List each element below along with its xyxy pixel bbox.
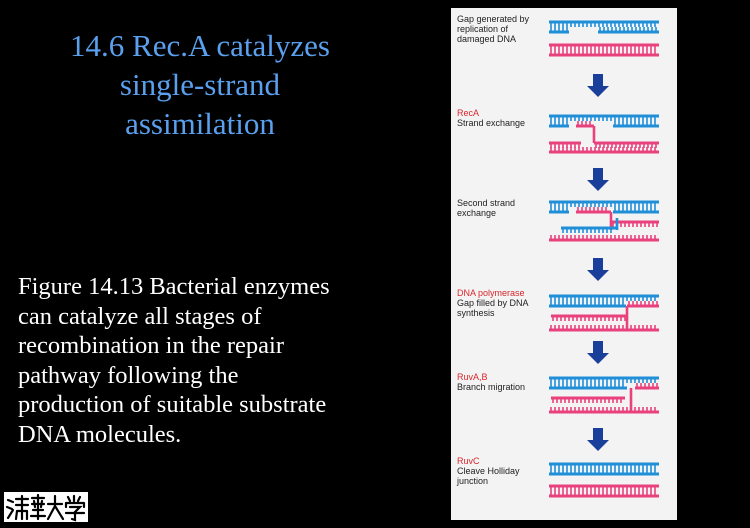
figure-caption: Figure 14.13 Bacterial enzymes can catal… <box>18 272 428 449</box>
caption-line-5: production of suitable substrate <box>18 391 327 418</box>
slide-title: 14.6 Rec.A catalyzes single-strand assim… <box>30 26 370 143</box>
step2-pink-bottom-strand-rungs <box>550 147 656 152</box>
step3-pink-invading-rungs <box>577 207 607 212</box>
step5-blue-top-strand-rungs <box>550 378 656 383</box>
university-logo <box>4 492 88 527</box>
step4-pink-bottom-strand-rungs <box>550 325 656 330</box>
step1-blue-bottom-left-rungs <box>550 27 568 32</box>
step1-pink-bottom-strand-rungs <box>550 50 656 55</box>
step3-blue-top-strand-rungs <box>550 202 656 207</box>
step1-label-line-3: damaged DNA <box>457 34 516 44</box>
calligraphy-logo-icon <box>4 492 88 522</box>
step3-label-line-1: Second strand <box>457 198 515 208</box>
title-line-3: assimilation <box>125 106 275 141</box>
step2-blue-bottom-right-rungs <box>614 121 656 126</box>
down-arrow-1 <box>587 74 609 97</box>
step2-pink-top-left-rungs <box>550 143 580 148</box>
step2-blue-top-strand-rungs <box>550 116 656 121</box>
step6-pink-bottom-strand-rungs <box>550 491 656 496</box>
step2-label-line-2: Strand exchange <box>457 118 525 128</box>
down-arrow-4 <box>587 341 609 364</box>
step6-blue-top-strand-rungs <box>550 464 656 469</box>
down-arrow-3 <box>587 258 609 281</box>
caption-line-3: recombination in the repair <box>18 332 284 359</box>
step4-label-line-2: Gap filled by DNA <box>457 298 529 308</box>
title-line-2: single-strand <box>119 67 281 102</box>
step6-pink-top-strand-rungs <box>550 486 656 491</box>
step1-pink-top-strand-rungs <box>550 45 656 50</box>
step4-pink-top-strand-rungs <box>552 316 626 321</box>
step2-blue-bottom-left-rungs <box>550 121 568 126</box>
down-arrow-5 <box>587 428 609 451</box>
title-line-1: 14.6 Rec.A catalyzes <box>70 28 330 63</box>
step2-pink-invading-rungs <box>577 121 591 126</box>
step3-label-line-2: exchange <box>457 208 496 218</box>
step3-blue-exchanged-rungs <box>562 228 612 233</box>
step5-label-line-1: RuvA,B <box>457 372 488 382</box>
step6-label-line-1: RuvC <box>457 456 480 466</box>
step1-blue-top-strand-rungs <box>550 22 656 27</box>
step3-pink-bottom-strand-rungs <box>550 235 656 240</box>
step1-label-line-1: Gap generated by <box>457 14 530 24</box>
step3-blue-bottom-right-rungs <box>614 207 656 212</box>
caption-line-6: DNA molecules. <box>18 420 182 448</box>
step5-blue-bottom-left-rungs <box>550 383 624 388</box>
caption-line-1: Figure 14.13 Bacterial enzymes <box>18 273 330 300</box>
step2-pink-top-strand-rungs <box>595 143 657 148</box>
step5-label-line-2: Branch migration <box>457 382 525 392</box>
step1-label-line-2: replication of <box>457 24 509 34</box>
step4-blue-bottom-left-rungs <box>550 301 624 306</box>
caption-line-2: can catalyze all stages of <box>18 302 262 330</box>
step5-pink-bottom-strand-rungs <box>550 407 656 412</box>
step2-label-line-1: RecA <box>457 108 479 118</box>
step3-blue-bottom-left-rungs <box>550 207 568 212</box>
step6-label-line-2: Cleave Holliday <box>457 466 520 476</box>
caption-line-4: pathway following the <box>18 361 239 389</box>
down-arrow-2 <box>587 168 609 191</box>
step1-blue-bottom-right-rungs <box>599 27 657 32</box>
step6-label-line-3: junction <box>456 476 488 486</box>
step4-label-line-1: DNA polymerase <box>457 288 525 298</box>
step4-blue-top-strand-rungs <box>550 296 656 301</box>
step5-pink-top-strand-rungs <box>552 398 622 403</box>
step6-blue-bottom-strand-rungs <box>550 469 656 474</box>
step5-pink-bottom-right-rungs <box>636 383 658 388</box>
step4-label-line-3: synthesis <box>457 308 495 318</box>
step4-pink-bottom-right-rungs <box>628 301 658 306</box>
